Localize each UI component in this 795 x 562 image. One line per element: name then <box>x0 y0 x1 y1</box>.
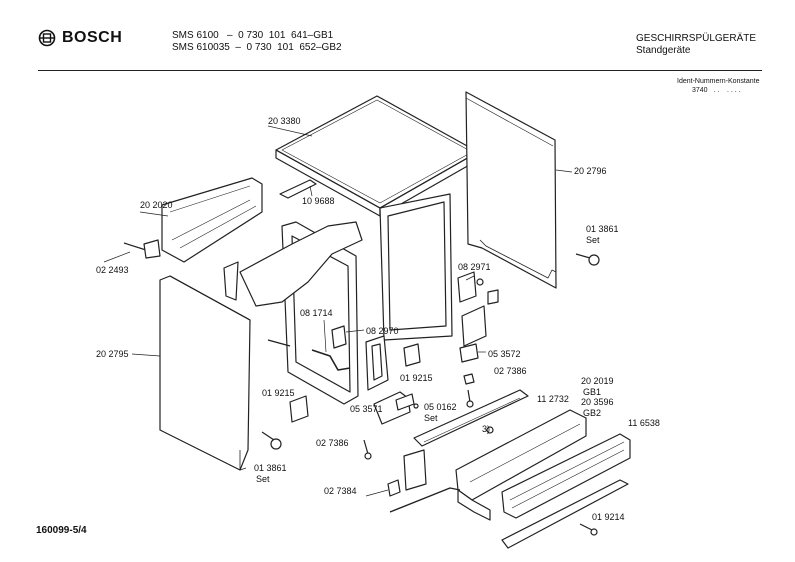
screw-part-019214 <box>579 523 598 536</box>
lever-part-081714 <box>311 319 351 371</box>
clip-part-053572 <box>459 343 486 363</box>
rear-frame-part <box>379 193 453 341</box>
screw-part-022493 <box>103 239 161 263</box>
set-label: Set <box>256 474 270 484</box>
part-label: 02 7386 <box>316 438 349 448</box>
bosch-logo-icon <box>38 29 56 47</box>
screw-set-013861-left <box>261 431 282 450</box>
part-label: 02 7384 <box>324 486 357 496</box>
ident-value: 3740 . . . . . . <box>692 87 741 94</box>
part-label: 08 2970 <box>366 326 399 336</box>
part-label: 10 9688 <box>302 196 335 206</box>
part-label: 02 2493 <box>96 265 129 275</box>
part-label: 08 1714 <box>300 308 333 318</box>
part-label: 02 7386 <box>494 366 527 376</box>
part-label: GB1 <box>583 387 602 397</box>
part-label: 05 3571 <box>350 404 383 414</box>
ident-label: Ident-Nummern-Konstante <box>677 78 760 85</box>
part-label: 05 0162 <box>424 402 457 412</box>
screw-part-027386-left <box>363 439 372 460</box>
hinge-part-082970 <box>331 325 389 391</box>
header-divider <box>38 70 762 71</box>
hinge-part-082971 <box>457 271 499 347</box>
note-label: 3) <box>482 424 491 434</box>
part-label: GB2 <box>583 408 602 418</box>
nut-part-027386-right <box>463 373 475 408</box>
part-label: 20 2795 <box>96 349 129 359</box>
part-label: 20 2796 <box>574 166 607 176</box>
part-label: 01 9214 <box>592 512 625 522</box>
part-label: 20 2019 <box>581 376 614 386</box>
part-label: 11 6538 <box>628 418 660 428</box>
model-line-1: SMS 6100 – 0 730 101 641–GB1 <box>172 30 334 41</box>
part-label: 20 3596 <box>581 397 614 407</box>
page-reference: 160099-5/4 <box>36 525 87 536</box>
set-label: Set <box>586 235 600 245</box>
block-part-019215-left <box>289 395 309 423</box>
back-bracket-part <box>139 177 263 263</box>
set-label: Set <box>424 413 438 423</box>
air-duct-part <box>223 221 363 307</box>
part-label: 20 2020 <box>140 200 173 210</box>
door-rail-part-112732 <box>413 389 529 447</box>
part-label: 01 9215 <box>262 388 295 398</box>
part-label: 20 3380 <box>268 116 301 126</box>
kickplate-part <box>501 479 629 549</box>
right-side-panel-part <box>465 91 573 289</box>
subcategory-title: Standgeräte <box>636 45 691 56</box>
part-label: 01 3861 <box>254 463 287 473</box>
block-part-019215-mid <box>403 343 421 367</box>
brand-name: BOSCH <box>62 29 123 46</box>
model-line-2: SMS 610035 – 0 730 101 652–GB2 <box>172 42 342 53</box>
part-label: 11 2732 <box>537 394 569 404</box>
part-label: 08 2971 <box>458 262 491 272</box>
pipe-part <box>267 339 291 347</box>
part-label: 01 3861 <box>586 224 619 234</box>
part-label: 01 9215 <box>400 373 433 383</box>
part-label: 05 3572 <box>488 349 521 359</box>
category-title: GESCHIRRSPÜLGERÄTE <box>636 33 757 44</box>
left-side-panel-part <box>131 275 251 471</box>
screw-set-013861-right <box>575 253 600 266</box>
clip-part-050162 <box>395 393 419 411</box>
bracket-part-027384 <box>365 449 461 513</box>
front-panel-part-116538 <box>501 433 631 519</box>
small-rail-part <box>279 179 317 199</box>
